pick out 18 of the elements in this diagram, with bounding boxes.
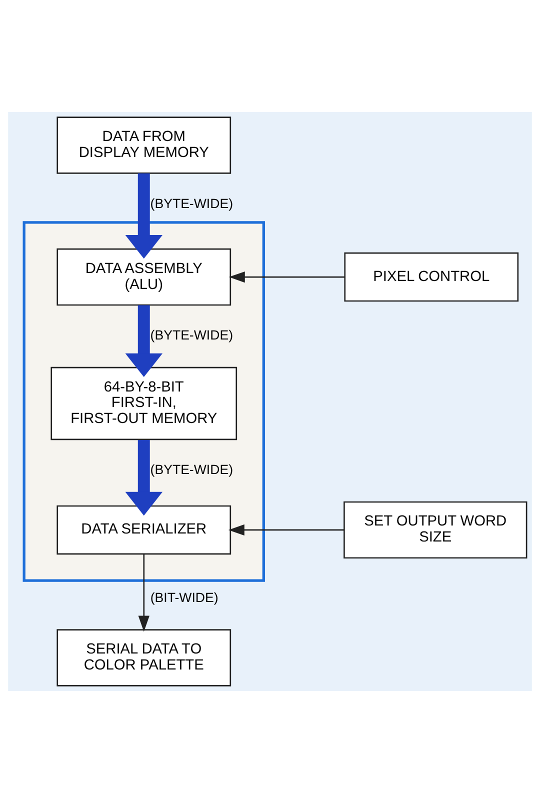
node-box: DATA SERIALIZER bbox=[56, 504, 232, 554]
node-box: PIXEL CONTROL bbox=[344, 252, 519, 302]
arrow bbox=[138, 554, 150, 632]
arrow bbox=[228, 524, 344, 536]
node-box: DATA FROM DISPLAY MEMORY bbox=[56, 116, 232, 174]
edge-label: (BYTE-WIDE) bbox=[150, 195, 234, 210]
arrow bbox=[125, 172, 163, 258]
node-box: 64-BY-8-BIT FIRST-IN, FIRST-OUT MEMORY bbox=[50, 366, 238, 440]
arrow bbox=[125, 439, 163, 516]
cluster bbox=[22, 220, 265, 582]
edge-label: (BIT-WIDE) bbox=[150, 589, 218, 604]
arrow bbox=[228, 270, 345, 282]
edge-label: (BYTE-WIDE) bbox=[150, 327, 234, 342]
node-box: SET OUTPUT WORD SIZE bbox=[344, 500, 528, 558]
arrow bbox=[125, 304, 163, 377]
node-box: SERIAL DATA TO COLOR PALETTE bbox=[56, 628, 232, 686]
node-box: DATA ASSEMBLY (ALU) bbox=[56, 248, 232, 306]
edge-label: (BYTE-WIDE) bbox=[150, 462, 234, 477]
